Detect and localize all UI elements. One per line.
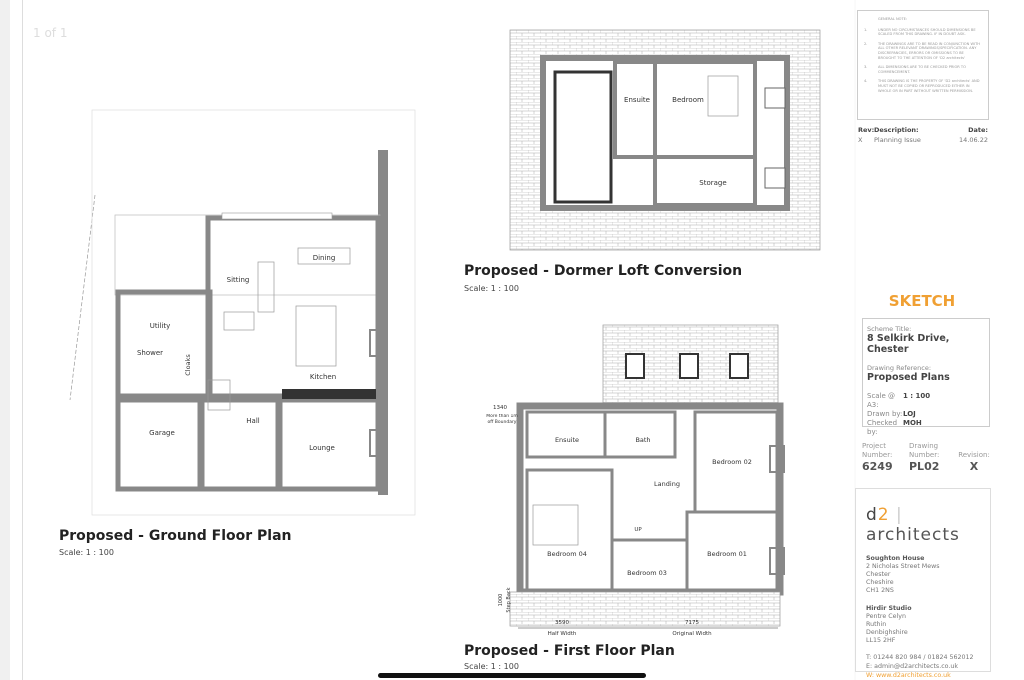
room-label-shower: Shower <box>137 349 163 357</box>
scheme-title: 8 Selkirk Drive, Chester <box>867 333 950 355</box>
dim-step-back: Step Back <box>506 587 512 612</box>
drawing-number: Drawing Number:PL02 <box>909 442 940 473</box>
dim-half-width: Half Width <box>548 631 577 637</box>
loft-scale: Scale: 1 : 100 <box>464 284 519 293</box>
stair-up-label: UP <box>634 527 642 533</box>
title-block: Scheme Title: 8 Selkirk Drive, Chester D… <box>862 318 990 436</box>
dim-1000: 1000 <box>498 594 504 607</box>
room-label-bedroom-02: Bedroom 02 <box>712 458 752 466</box>
room-label-bath: Bath <box>635 436 650 444</box>
ground-floor-title: Proposed - Ground Floor Plan <box>59 528 292 544</box>
loft-plan: Ensuite Bedroom Storage <box>509 29 821 251</box>
room-label-cloaks: Cloaks <box>184 354 192 376</box>
dim-7175: 7175 <box>685 620 699 626</box>
room-label-sitting: Sitting <box>227 276 250 284</box>
revision-row: X Planning Issue 14.06.22 <box>858 136 988 144</box>
room-label-kitchen: Kitchen <box>310 373 336 381</box>
revision-header: Rev: Description: Date: <box>858 126 988 134</box>
revision: Revision:X <box>958 451 990 473</box>
loft-title: Proposed - Dormer Loft Conversion <box>464 263 743 279</box>
room-label-lounge: Lounge <box>309 444 335 452</box>
room-label-utility: Utility <box>150 322 171 330</box>
phone: T: 01244 820 984 / 01824 562012 <box>866 654 974 661</box>
dim-1340: 1340 <box>493 405 507 411</box>
room-label-storage: Storage <box>699 179 726 187</box>
email-link[interactable]: E: admin@d2architects.co.uk <box>866 663 959 670</box>
general-note-heading: GENERAL NOTE: <box>878 17 908 21</box>
room-label-loft-ensuite: Ensuite <box>624 96 650 104</box>
room-label-bedroom-01: Bedroom 01 <box>707 550 747 558</box>
sidebar-edge <box>0 0 10 680</box>
note-item: 4.THIS DRAWING IS THE PROPERTY OF 'D2 ar… <box>864 79 980 93</box>
company-logo: d2 | architects <box>866 505 960 545</box>
project-number: Project Number:6249 <box>862 442 893 473</box>
drawing-reference: Proposed Plans <box>867 372 950 383</box>
room-label-loft-bedroom: Bedroom <box>672 96 704 104</box>
general-notes: GENERAL NOTE: 1.UNDER NO CIRCUMSTANCES S… <box>857 10 989 120</box>
dim-3590: 3590 <box>555 620 569 626</box>
ground-floor-scale: Scale: 1 : 100 <box>59 548 114 557</box>
first-floor-title: Proposed - First Floor Plan <box>464 643 675 659</box>
room-label-garage: Garage <box>149 429 175 437</box>
first-floor-plan: 1340 More than 1m off Boundary 1000 Step… <box>486 324 785 637</box>
room-label-ensuite: Ensuite <box>555 436 579 444</box>
home-indicator[interactable] <box>378 673 646 678</box>
website-link[interactable]: W: www.d2architects.co.uk <box>866 672 951 679</box>
checked-by: MOH <box>903 419 922 427</box>
note-item: 2.THE DRAWINGS ARE TO BE READ IN CONJUNC… <box>864 41 980 60</box>
dim-original-width: Original Width <box>672 631 712 637</box>
status-sketch: SKETCH <box>888 292 956 310</box>
room-label-bedroom-03: Bedroom 03 <box>627 569 667 577</box>
scale-value: 1 : 100 <box>903 392 931 400</box>
company-block: d2 | architects Soughton House 2 Nichola… <box>855 488 991 679</box>
room-label-hall: Hall <box>246 417 259 425</box>
office-address-2: Hirdir Studio Pentre Celyn Ruthin Denbig… <box>866 605 912 644</box>
divider <box>22 0 23 680</box>
ground-floor-plan: Dining Sitting Utility Shower Cloaks Kit… <box>69 109 416 516</box>
page-counter: 1 of 1 <box>33 26 68 40</box>
first-floor-scale: Scale: 1 : 100 <box>464 662 519 671</box>
room-label-landing: Landing <box>654 480 680 488</box>
contact-details: T: 01244 820 984 / 01824 562012 E: admin… <box>866 653 980 680</box>
dim-boundary-note: More than 1m off Boundary <box>486 414 518 425</box>
room-label-dining: Dining <box>313 254 336 262</box>
note-item: 3.ALL DIMENSIONS ARE TO BE CHECKED PRIOR… <box>864 65 966 74</box>
drawn-by: LOJ <box>903 410 916 418</box>
room-label-bedroom-04: Bedroom 04 <box>547 550 587 558</box>
note-item: 1.UNDER NO CIRCUMSTANCES SHOULD DIMENSIO… <box>864 27 976 37</box>
office-address-1: Soughton House 2 Nicholas Street Mews Ch… <box>866 555 940 594</box>
